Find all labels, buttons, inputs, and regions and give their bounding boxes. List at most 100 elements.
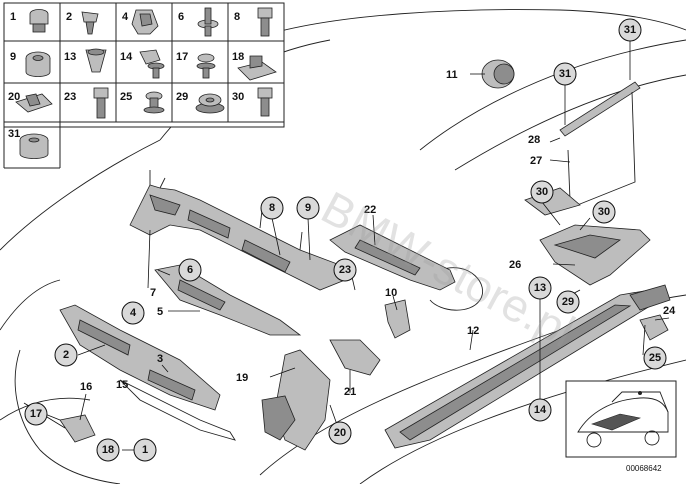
grid-label-23: 23 [64, 91, 76, 103]
callout-4: 4 [121, 301, 145, 325]
callout-31-seal: 31 [553, 62, 577, 86]
callout-7: 7 [150, 287, 156, 299]
grommet-11 [481, 59, 515, 89]
headlight-part-16 [59, 414, 96, 443]
screw-17-icon [196, 53, 216, 79]
stud-25-icon [143, 91, 165, 114]
bracket-22 [329, 224, 456, 291]
callout-23: 23 [333, 258, 357, 282]
callout-24: 24 [663, 305, 676, 317]
grid-label-29: 29 [176, 91, 188, 103]
bracket-clip-4-icon [131, 9, 159, 35]
svg-text:9: 9 [305, 202, 311, 214]
svg-text:13: 13 [534, 282, 546, 294]
grid-label-4: 4 [122, 11, 129, 23]
bracket-10 [384, 299, 411, 339]
callout-13: 13 [528, 276, 552, 300]
grid-label-14: 14 [120, 51, 133, 63]
front-carrier-7 [129, 170, 346, 291]
svg-text:25: 25 [649, 352, 661, 364]
callout-11: 11 [446, 69, 458, 81]
svg-text:2: 2 [63, 349, 69, 361]
reference-number: 00068642 [626, 464, 662, 473]
svg-text:21: 21 [344, 386, 356, 398]
grid-label-1: 1 [10, 11, 16, 23]
push-pin-6-icon [197, 7, 219, 37]
callout-10: 10 [385, 287, 397, 299]
side-sill-12 [384, 284, 671, 449]
svg-text:6: 6 [187, 264, 193, 276]
svg-text:11: 11 [446, 69, 458, 81]
deflector-5 [154, 264, 302, 336]
flange-nut-29-icon [195, 93, 225, 114]
bolt-8-icon [257, 7, 273, 37]
callout-27: 27 [530, 155, 542, 167]
svg-text:30: 30 [598, 206, 610, 218]
grid-label-2: 2 [66, 11, 72, 23]
callout-14: 14 [528, 398, 552, 422]
callout-18: 18 [96, 438, 120, 462]
bumper-carrier-3 [59, 304, 237, 441]
svg-text:1: 1 [142, 444, 148, 456]
svg-text:26: 26 [509, 259, 521, 271]
seal-28 [559, 81, 641, 137]
callout-6: 6 [178, 258, 202, 282]
callout-21: 21 [344, 386, 356, 398]
callout-2: 2 [54, 343, 78, 367]
clip-20-icon [15, 93, 53, 113]
svg-text:14: 14 [534, 404, 547, 416]
nut-9-icon [25, 51, 51, 77]
svg-text:7: 7 [150, 287, 156, 299]
callout-31-top: 31 [618, 18, 642, 42]
callout-9: 9 [296, 196, 320, 220]
svg-text:17: 17 [30, 408, 42, 420]
svg-text:12: 12 [467, 325, 479, 337]
svg-text:18: 18 [102, 444, 114, 456]
callout-28: 28 [528, 134, 540, 146]
callout-3: 3 [157, 353, 163, 365]
callout-19: 19 [236, 372, 248, 384]
svg-text:28: 28 [528, 134, 540, 146]
svg-text:27: 27 [530, 155, 542, 167]
callout-30-left: 30 [530, 180, 554, 204]
svg-text:5: 5 [157, 306, 163, 318]
screw-14-icon [139, 49, 165, 79]
grid-label-20: 20 [8, 91, 20, 103]
grid-label-31: 31 [8, 128, 20, 140]
speed-nut-18-icon [237, 55, 277, 81]
svg-text:19: 19 [236, 372, 248, 384]
callout-16: 16 [80, 381, 92, 393]
grid-label-9: 9 [10, 51, 16, 63]
strap-24 [639, 314, 669, 341]
svg-text:31: 31 [559, 68, 571, 80]
rivet-2-icon [81, 11, 99, 35]
callout-22: 22 [364, 204, 376, 216]
grid-label-6: 6 [178, 11, 184, 23]
svg-text:16: 16 [80, 381, 92, 393]
grid-label-17: 17 [176, 51, 188, 63]
callout-5: 5 [157, 306, 163, 318]
parts-grid: 1 2 4 6 8 9 13 14 17 18 20 23 25 29 30 3… [3, 2, 285, 169]
callout-30-right: 30 [592, 200, 616, 224]
svg-text:23: 23 [339, 264, 351, 276]
svg-text:20: 20 [334, 427, 346, 439]
callout-1: 1 [133, 438, 157, 462]
callout-12: 12 [467, 325, 479, 337]
svg-text:24: 24 [663, 305, 676, 317]
svg-text:29: 29 [562, 296, 574, 308]
callout-17: 17 [24, 402, 48, 426]
svg-text:30: 30 [536, 186, 548, 198]
svg-text:15: 15 [116, 379, 128, 391]
svg-text:22: 22 [364, 204, 376, 216]
grid-label-30: 30 [232, 91, 244, 103]
nut-31-icon [19, 133, 49, 159]
tray-26 [524, 187, 651, 286]
svg-text:8: 8 [269, 202, 275, 214]
grid-label-8: 8 [234, 11, 240, 23]
callout-8: 8 [260, 196, 284, 220]
callout-20: 20 [328, 421, 352, 445]
bolt-30-icon [257, 87, 273, 117]
svg-text:4: 4 [130, 307, 137, 319]
svg-text:31: 31 [624, 24, 636, 36]
